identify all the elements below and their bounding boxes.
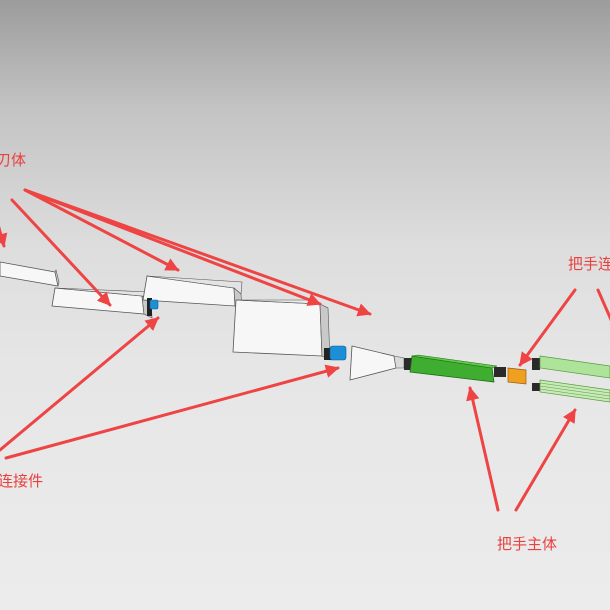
arrow-connector-2 <box>4 364 340 460</box>
arrow-connector-1 <box>0 316 160 452</box>
arrow-blade-5 <box>23 188 372 317</box>
arrow-blade-3 <box>23 188 180 272</box>
arrow-handle-main-2 <box>514 408 577 512</box>
arrow-blade-1 <box>0 225 8 248</box>
arrow-blade-2 <box>10 198 112 307</box>
arrow-handle-main-1 <box>466 386 500 512</box>
arrow-handle-link-2 <box>596 288 610 322</box>
blade-piece-1 <box>0 261 60 287</box>
handle-link-light-green <box>532 355 610 379</box>
label-handle-link: 把手连 <box>568 255 610 273</box>
handle-grip-ribbed <box>532 379 610 403</box>
blade-piece-4 <box>232 299 331 361</box>
connector-2 <box>324 345 347 361</box>
annotation-arrows <box>0 188 610 512</box>
label-connector: 连接件 <box>0 472 44 490</box>
arrow-handle-link <box>518 288 577 367</box>
connector-1 <box>147 298 159 316</box>
blade-tip-cone <box>349 345 405 381</box>
handle-main-green <box>409 354 498 383</box>
blade-piece-2 <box>51 287 153 319</box>
label-blade-body: 刃体 <box>0 151 27 169</box>
handle-ring-orange <box>507 367 527 385</box>
label-handle-main: 把手主体 <box>497 535 558 553</box>
handle-shaft <box>404 358 506 377</box>
